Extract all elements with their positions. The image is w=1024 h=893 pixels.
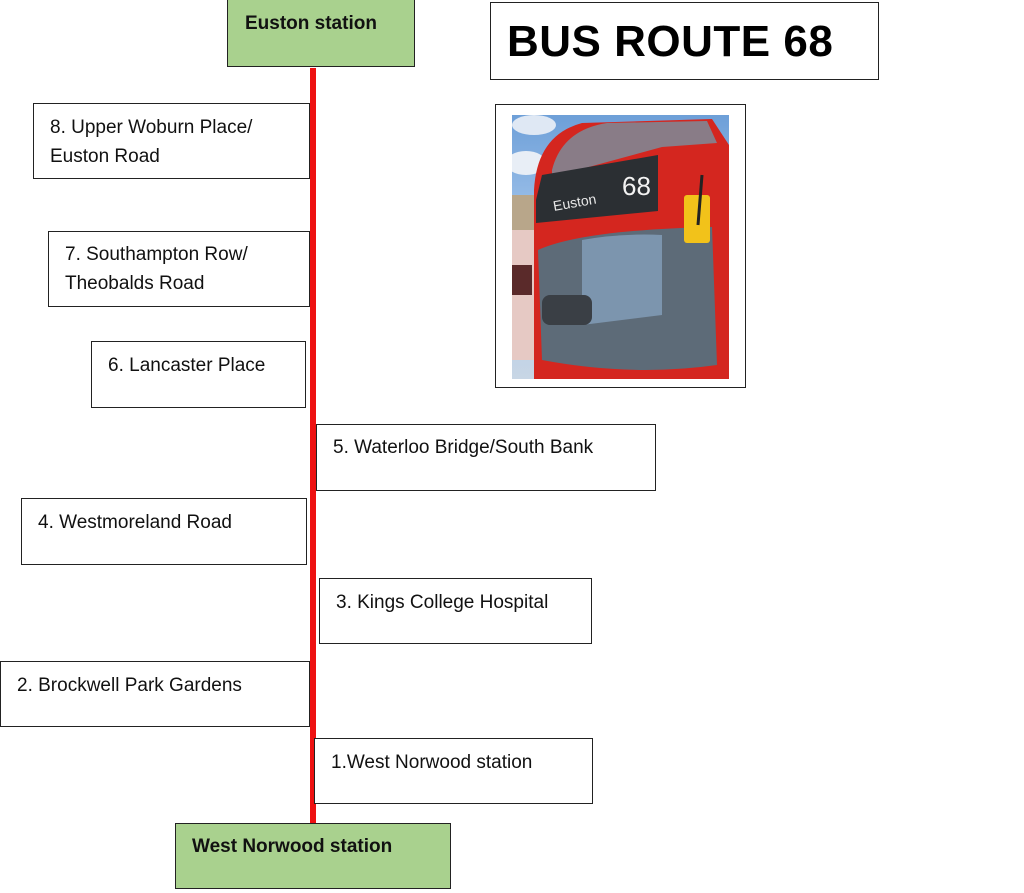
stop-1: 1.West Norwood station [314, 738, 593, 804]
stop-5: 5. Waterloo Bridge/South Bank [316, 424, 656, 491]
stop-label: 1.West Norwood station [331, 752, 533, 773]
stop-label: 4. Westmoreland Road [38, 512, 232, 533]
cloud [512, 115, 556, 135]
bus-photo: Euston 68 [512, 115, 729, 379]
reflection [582, 234, 662, 325]
bus-illustration: Euston 68 [512, 115, 729, 379]
terminus-north-label: Euston station [245, 13, 377, 34]
destination-text: Euston [552, 191, 598, 214]
van-window [512, 265, 532, 295]
stop-4: 4. Westmoreland Road [21, 498, 307, 565]
stop-label: 5. Waterloo Bridge/South Bank [333, 437, 594, 458]
stop-8: 8. Upper Woburn Place/ Euston Road [33, 103, 310, 179]
upper-window [552, 121, 717, 177]
stop-7: 7. Southampton Row/ Theobalds Road [48, 231, 310, 307]
route-line [310, 68, 316, 825]
route-number-text: 68 [622, 171, 651, 201]
terminus-north: Euston station [227, 0, 415, 67]
stop-label: 2. Brockwell Park Gardens [17, 675, 242, 696]
bus-photo-frame: Euston 68 [495, 104, 746, 388]
stop-6: 6. Lancaster Place [91, 341, 306, 408]
stop-label: 7. Southampton Row/ Theobalds Road [65, 244, 248, 294]
terminus-south-label: West Norwood station [192, 836, 393, 857]
route-title-box: BUS ROUTE 68 [490, 2, 879, 80]
destination-display [536, 155, 658, 223]
stop-label: 6. Lancaster Place [108, 355, 266, 376]
mirror-arm [696, 174, 704, 226]
terminus-south: West Norwood station [175, 823, 451, 889]
dashboard [542, 295, 592, 325]
stop-2: 2. Brockwell Park Gardens [0, 661, 310, 727]
route-title: BUS ROUTE 68 [507, 17, 834, 66]
stop-label: 8. Upper Woburn Place/ Euston Road [50, 117, 253, 167]
stop-3: 3. Kings College Hospital [319, 578, 592, 644]
stop-label: 3. Kings College Hospital [336, 592, 549, 613]
